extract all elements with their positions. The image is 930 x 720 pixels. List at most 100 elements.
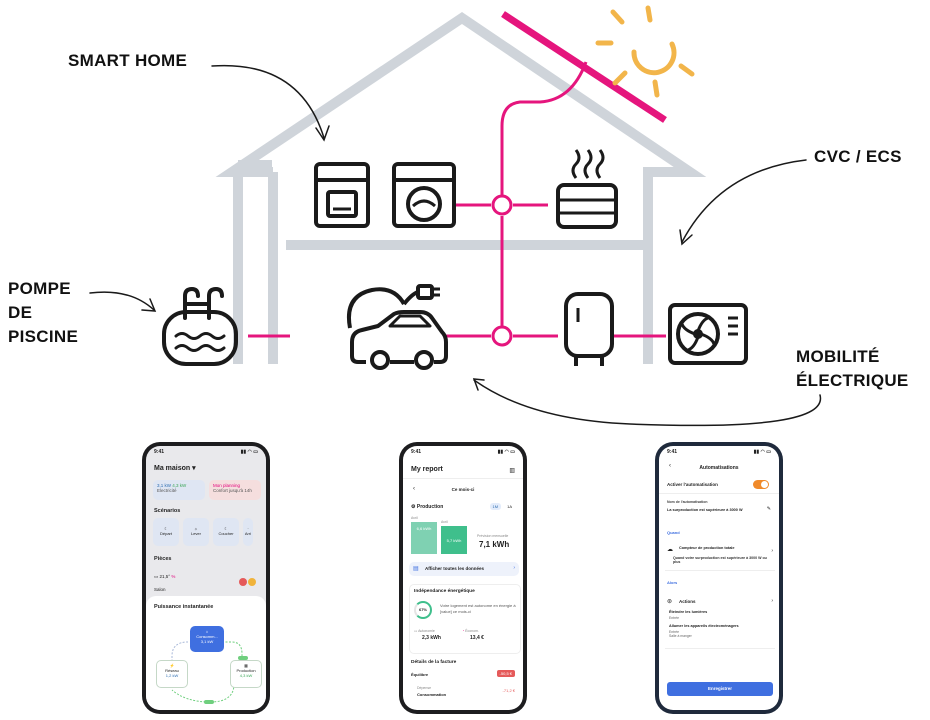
wiring (248, 61, 666, 347)
bar-1: 6,6 kWh (411, 522, 437, 554)
action1-sub: Entrée (669, 616, 679, 620)
house-outline (215, 11, 707, 364)
scenarios-title: Scénarios (154, 508, 181, 514)
node-consumption[interactable]: ⌂Consomm...3,1 kW (190, 626, 224, 652)
meter-text: Quand votre surproduction est supérieure… (673, 556, 767, 564)
phone3-status-bar: 9:41 ▮▮ ◠ ▭ (659, 446, 779, 458)
actions-card[interactable]: ⊛ Actions › Éteindre les lumières Entrée… (665, 592, 775, 649)
tab-1m[interactable]: 1M (489, 503, 502, 510)
house-diagram (89, 5, 822, 427)
expense-label: Dépense (417, 686, 432, 690)
edit-icon[interactable]: ✎ (766, 506, 771, 512)
back-icon[interactable]: ‹ (413, 486, 415, 492)
action1: Éteindre les lumières (669, 610, 708, 614)
forecast-value: 7,1 kWh (479, 540, 510, 549)
scenario-item[interactable]: ☼Lever (183, 518, 209, 546)
name-input[interactable]: La surproduction est supérieure à 3000 W (667, 508, 743, 512)
action2: Allumer les appareils électroménagers (669, 624, 739, 628)
trigger-card[interactable]: ☁ Compteur de production totale Quand vo… (665, 540, 775, 571)
chip2-title: Mon planning (213, 483, 241, 488)
pompe-line3: PISCINE (8, 327, 79, 346)
range-tabs: 1M 1A (489, 503, 515, 510)
independence-title: Indépendance énergétique (414, 589, 475, 594)
pompe-line2: DE (8, 303, 33, 322)
phone2-time: 9:41 (411, 449, 422, 455)
balance-value: -50,5 € (496, 670, 515, 677)
scenario-item[interactable]: ·Arri (243, 518, 253, 546)
water-heater-icon (564, 292, 614, 366)
room-name: Salon (154, 587, 166, 592)
phone2-status-bar: 9:41 ▮▮ ◠ ▭ (403, 446, 523, 458)
back-icon[interactable]: ‹ (669, 463, 671, 469)
electric-car-icon (347, 284, 448, 370)
phone2-title: My report (411, 466, 443, 473)
chart-icon[interactable]: ▥ (509, 468, 515, 474)
phone-my-report: 9:41 ▮▮ ◠ ▭ My report ▥ ‹ Ce mois-ci ⚙ P… (399, 442, 527, 714)
pompe-line1: POMPE (8, 279, 71, 298)
balance-label: Équilibre (411, 672, 429, 677)
mobilite-electrique-label: MOBILITÉ ÉLECTRIQUE (796, 345, 909, 393)
pompe-piscine-label: POMPE DE PISCINE (8, 277, 78, 349)
house-floor (238, 160, 644, 250)
mobilite-line1: MOBILITÉ (796, 347, 880, 366)
meter-title: Compteur de production totale (679, 546, 735, 550)
phone3-screen: 9:41 ▮▮ ◠ ▭ ‹ Automatisations Activer l'… (659, 446, 779, 710)
cvc-ecs-label: CVC / ECS (814, 147, 902, 166)
forecast-label: Prévision mensuelle (477, 534, 509, 538)
phone1-title[interactable]: Ma maison ▾ (154, 465, 196, 472)
activate-toggle[interactable] (753, 480, 769, 489)
auto-label: ▭ Autonomie (414, 629, 435, 633)
scenario-item[interactable]: ☾Départ (153, 518, 179, 546)
smart-home-label: SMART HOME (68, 51, 188, 70)
phone2-screen: 9:41 ▮▮ ◠ ▭ My report ▥ ‹ Ce mois-ci ⚙ P… (403, 446, 523, 710)
saving-value: 13,4 € (470, 635, 484, 641)
pool-icon (162, 286, 238, 366)
activate-label: Activer l'automatisation (667, 482, 718, 487)
phone3-title: Automatisations (699, 465, 739, 471)
room-temp: 21,5° (159, 574, 171, 579)
washing-machine-icon (392, 162, 456, 228)
auto-value: 2,3 kWh (422, 635, 441, 641)
panel-title: Puissance instantanée (154, 604, 214, 610)
when-header: Quand (667, 530, 680, 535)
show-all-button[interactable]: ▤ Afficher toutes les données › (409, 562, 519, 576)
independence-text: Votre logement est autonome en énergie à… (440, 603, 516, 614)
phone3-time: 9:41 (667, 449, 678, 455)
room-hum: % (171, 574, 176, 579)
sun-icon (595, 5, 695, 98)
annotation-arrows (89, 64, 822, 427)
mobilite-line2: ÉLECTRIQUE (796, 371, 909, 390)
phone2-signal-icon: ▮▮ ◠ ▭ (497, 449, 515, 455)
action2-sub: Entrée Salle à manger (669, 630, 692, 638)
then-header: Alors (667, 580, 678, 585)
chip1-value: 3,1 kW (157, 483, 172, 488)
name-label: Nom de l'automatisation (667, 500, 708, 504)
saving-label: ◔ Économ. (462, 629, 479, 633)
room-badges (238, 578, 256, 588)
chip2-sub: Confort jusqu'à 14h (213, 488, 252, 493)
save-button[interactable]: Enregistrer (667, 682, 773, 696)
scenarios-list: ☾Départ ☼Lever ☾Coucher ·Arri (153, 518, 253, 546)
flow-diagram (171, 641, 248, 704)
phone-automatisations: 9:41 ▮▮ ◠ ▭ ‹ Automatisations Activer l'… (655, 442, 783, 714)
chip1-value2: 4,3 kW (172, 483, 187, 488)
expense-value: -71,2 € (502, 688, 515, 693)
phone3-signal-icon: ▮▮ ◠ ▭ (753, 449, 771, 455)
actions-title: Actions (679, 599, 696, 604)
heat-pump-icon (668, 303, 748, 365)
chip1-label: Electricité (157, 488, 177, 493)
scenario-item[interactable]: ☾Coucher (213, 518, 239, 546)
independence-card: Indépendance énergétique 67% Votre logem… (409, 584, 521, 654)
tab-1a[interactable]: 1A (507, 504, 512, 509)
room-row[interactable]: ▭ 21,5° % (154, 574, 176, 579)
bar1-label: Avril (411, 516, 418, 520)
power-panel: Puissance instantanée ⌂Consomm...3,1 kW … (146, 596, 266, 710)
phone1-signal-icon: ▮▮ ◠ ▭ (240, 449, 258, 455)
period-selector[interactable]: Ce mois-ci (451, 487, 475, 492)
